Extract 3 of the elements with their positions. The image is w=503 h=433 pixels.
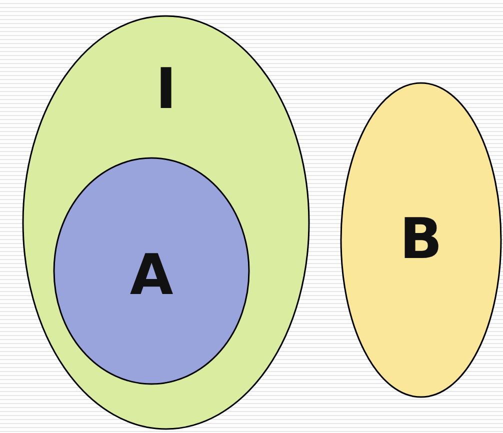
set-label: B — [400, 212, 442, 268]
set-label: A — [130, 248, 174, 304]
set-label: I — [156, 62, 176, 118]
